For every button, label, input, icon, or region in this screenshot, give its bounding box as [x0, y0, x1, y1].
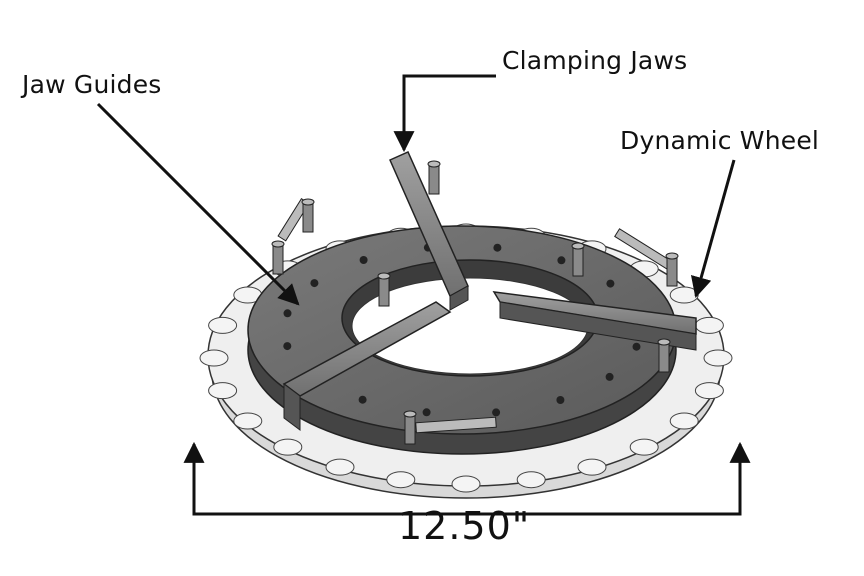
plate-hole	[493, 243, 502, 252]
plate-hole	[557, 256, 566, 265]
plate-hole	[283, 342, 292, 351]
bolt	[658, 341, 670, 373]
wheel-scallop	[694, 382, 724, 400]
bolt	[572, 245, 584, 277]
clamping-jaws-arrow	[393, 74, 496, 153]
plate-hole	[606, 279, 615, 288]
wheel-scallop	[516, 471, 546, 489]
wheel-scallop	[273, 438, 303, 456]
jaw-guide-spring	[415, 416, 497, 434]
wheel-scallop	[577, 458, 607, 476]
bolt	[404, 413, 416, 445]
wheel-scallop	[669, 286, 699, 304]
plate-hole	[422, 408, 431, 417]
wheel-scallop	[325, 458, 355, 476]
bolt-head	[427, 160, 441, 168]
clamping-jaws-label: Clamping Jaws	[502, 46, 688, 75]
wheel-scallop	[199, 349, 229, 367]
jaw-guides-arrow	[96, 102, 300, 306]
plate-hole	[359, 256, 368, 264]
plate-hole	[605, 372, 614, 381]
dimension-line	[183, 441, 751, 516]
plate-hole	[358, 395, 367, 404]
clamping-jaw	[282, 301, 452, 431]
diameter-dimension: 12.50"	[398, 504, 531, 548]
wheel-scallop	[233, 412, 263, 430]
bolt-head	[377, 272, 391, 280]
plate-hole	[632, 342, 641, 351]
plate-hole	[283, 309, 292, 318]
bolt	[272, 243, 284, 275]
bolt-head	[403, 410, 417, 418]
jaw-guides-label: Jaw Guides	[22, 70, 162, 99]
bolt	[378, 275, 390, 307]
callout-arrows	[96, 74, 751, 516]
wheel-scallop	[629, 438, 659, 456]
plate-hole	[556, 396, 565, 404]
clamping-jaw	[389, 151, 469, 311]
clamping-jaw	[492, 291, 697, 351]
base-plate	[247, 225, 677, 455]
dynamic-wheel-label: Dynamic Wheel	[620, 126, 820, 155]
bolts	[271, 160, 679, 445]
bolt	[302, 201, 314, 233]
wheel-scallop	[208, 316, 238, 334]
bolt	[428, 163, 440, 195]
wheel-scallop	[208, 382, 238, 400]
bolt-head	[657, 338, 671, 346]
wheel-scallop	[694, 316, 724, 334]
clamping-jaws	[282, 151, 697, 431]
plate-hole	[492, 408, 501, 417]
bolt-head	[665, 252, 679, 260]
bolt	[666, 255, 678, 287]
jaw-guide-springs	[277, 198, 675, 434]
wheel-scallop	[451, 475, 481, 493]
wheel-scallop	[386, 471, 416, 489]
plate-hole	[310, 279, 319, 288]
wheel-scallop	[669, 412, 699, 430]
bolt-head	[271, 240, 285, 248]
bolt-head	[571, 242, 585, 250]
dynamic-wheel-arrow	[690, 159, 736, 299]
wheel-scallop	[703, 349, 733, 367]
bolt-head	[301, 198, 315, 206]
